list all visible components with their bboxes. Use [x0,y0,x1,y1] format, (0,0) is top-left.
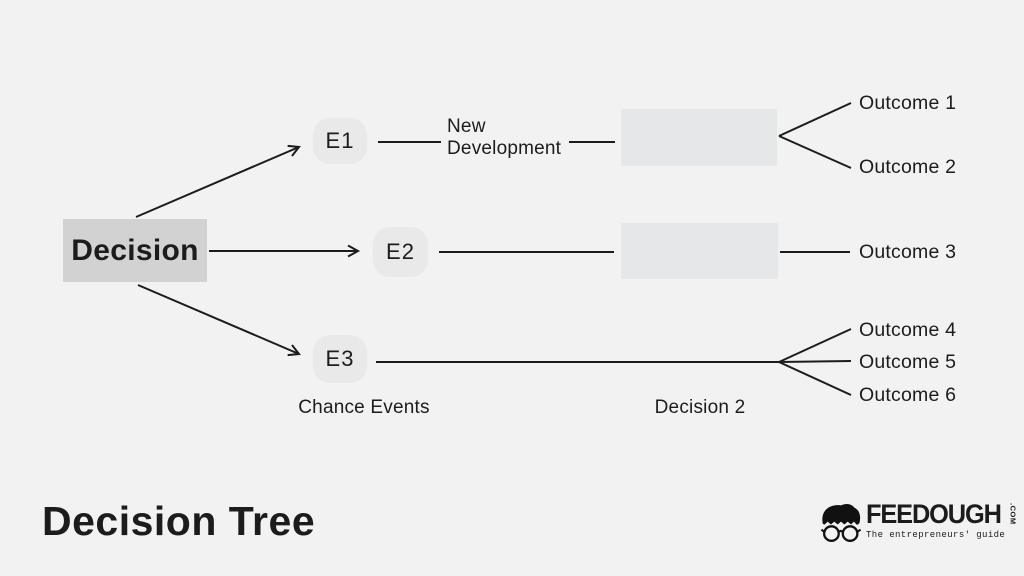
edge-e3-to-outcome4 [778,328,852,363]
decision-root-label: Decision [71,233,199,267]
feedough-brand-text: FEEDOUGH [866,499,1002,529]
edge-decision-to-e1 [135,144,301,218]
chance-events-group-label: Chance Events [298,397,430,418]
edge-box1-to-outcome2 [778,135,852,169]
chance-node-e1-label: E1 [325,128,355,153]
chance-node-e2: E2 [373,227,428,277]
edge-box1-to-outcome1 [778,102,852,137]
decision2-box-1 [621,109,777,166]
edge-decision-to-e3 [137,284,301,357]
outcome-3-label: Outcome 3 [859,241,957,263]
decision-2-group-label: Decision 2 [654,397,746,418]
outcome-2-label: Outcome 2 [859,156,957,178]
feedough-tld-text: .COM [1008,503,1018,525]
feedough-tagline: The entrepreneurs' guide [866,530,1006,540]
feedough-face-icon [820,503,862,542]
outcome-5-label: Outcome 5 [859,351,957,373]
edge-e3-to-outcome5 [778,360,852,363]
feedough-logo: FEEDOUGH .COM The entrepreneurs' guide [818,501,1017,547]
decision2-box-2 [621,223,778,279]
chance-node-e2-label: E2 [386,239,415,264]
edge-e3-to-outcome6 [778,361,852,396]
chance-node-e3-label: E3 [325,346,355,371]
feedough-logo-text: FEEDOUGH .COM The entrepreneurs' guide [866,499,1018,541]
outcome-6-label: Outcome 6 [859,384,957,406]
chance-node-e1: E1 [313,118,367,164]
chance-node-e3: E3 [313,335,367,383]
branch-label-new-development: New Development [447,116,562,159]
outcome-4-label: Outcome 4 [859,319,957,341]
decision-root-node: Decision [63,219,207,282]
outcome-1-label: Outcome 1 [859,92,957,114]
page-title: Decision Tree [42,498,316,544]
